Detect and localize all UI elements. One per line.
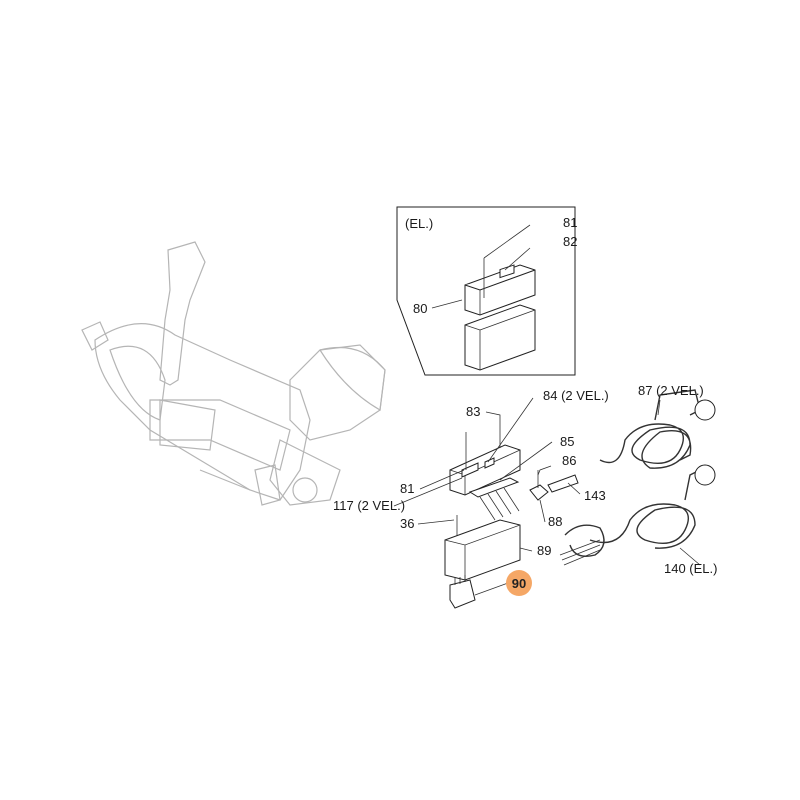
part-label-81-inset[interactable]: 81 [563,215,577,230]
inset-el-box [396,206,576,376]
part-label-84[interactable]: 84 (2 VEL.) [543,388,609,403]
part-label-86[interactable]: 86 [562,453,576,468]
part-label-81[interactable]: 81 [400,481,414,496]
part-label-85[interactable]: 85 [560,434,574,449]
part-label-82[interactable]: 82 [563,234,577,249]
machine-ghost-outline [81,241,386,506]
part-label-88[interactable]: 88 [548,514,562,529]
part-label-140[interactable]: 140 (EL.) [664,561,717,576]
power-cords [559,389,716,566]
highlight-circle [506,570,532,596]
part-label-83[interactable]: 83 [466,404,480,419]
part-label-87[interactable]: 87 (2 VEL.) [638,383,704,398]
part-label-89[interactable]: 89 [537,543,551,558]
inset-label: (EL.) [405,216,433,231]
part-label-80[interactable]: 80 [413,301,427,316]
switch-assembly [393,397,581,609]
part-label-143[interactable]: 143 [584,488,606,503]
part-label-36[interactable]: 36 [400,516,414,531]
part-label-90[interactable]: 90 [512,576,526,591]
highlighted-part-90[interactable]: 90 [506,570,532,596]
part-label-117[interactable]: 117 (2 VEL.) [333,498,405,513]
